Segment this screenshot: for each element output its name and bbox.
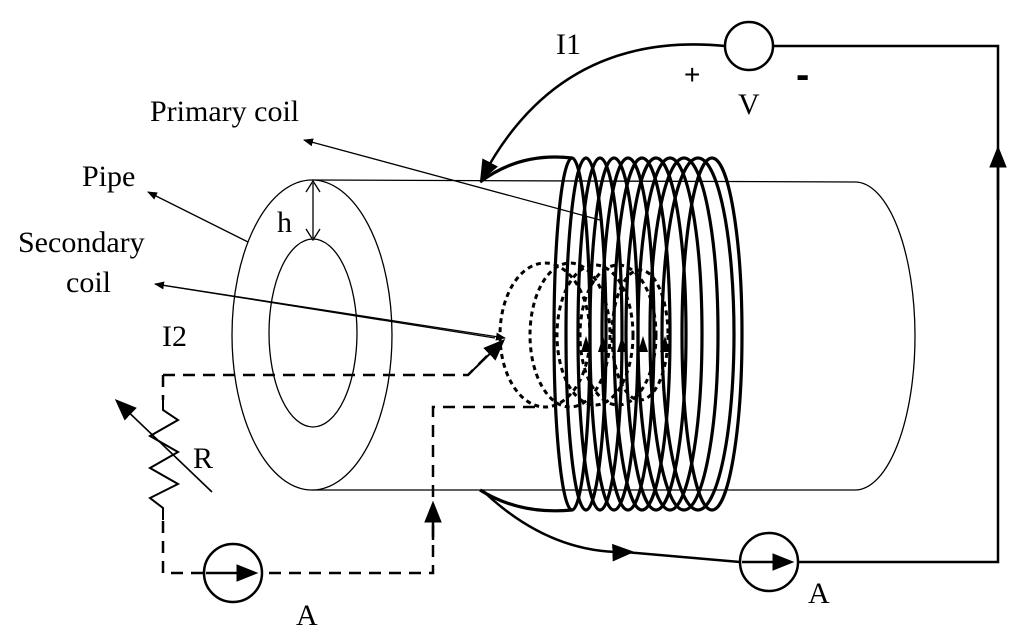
secondary-coil [498, 261, 670, 409]
pipe-label: Pipe [82, 160, 135, 193]
secondary-coil-label-line2: coil [66, 266, 111, 299]
pipe-top-edge [311, 179, 856, 183]
primary-coil-leader [303, 138, 601, 221]
primary-ammeter [738, 531, 800, 593]
voltage-source [723, 20, 775, 72]
leader-lines [147, 138, 601, 341]
i1-current-wire [479, 43, 726, 182]
pipe [231, 179, 916, 491]
pipe-bore [268, 238, 358, 428]
pipe-leader [147, 191, 249, 243]
secondary-coil-leader-return [154, 283, 506, 341]
primary-coil-label: Primary coil [150, 95, 299, 128]
i2-label: I2 [162, 320, 187, 353]
primary-return-wire [773, 44, 1000, 564]
primary-circuit [479, 43, 1007, 564]
secondary-coil-label-line1: Secondary [18, 226, 145, 259]
i1-label: I1 [556, 28, 581, 61]
voltage-label: V [738, 88, 760, 121]
pipe-far-end [854, 181, 916, 491]
primary-lower-wire [481, 489, 635, 562]
secondary-coil-lead-arrow [467, 338, 506, 376]
primary-coil [479, 155, 744, 513]
h-label: h [277, 206, 292, 239]
secondary-ammeter [202, 542, 264, 604]
variable-resistor [114, 398, 213, 520]
primary-ammeter-label: A [808, 577, 830, 610]
plus-sign: + [684, 59, 700, 90]
resistor-label: R [193, 442, 213, 475]
minus-sign: - [796, 53, 809, 97]
secondary-ammeter-label: A [296, 599, 318, 632]
